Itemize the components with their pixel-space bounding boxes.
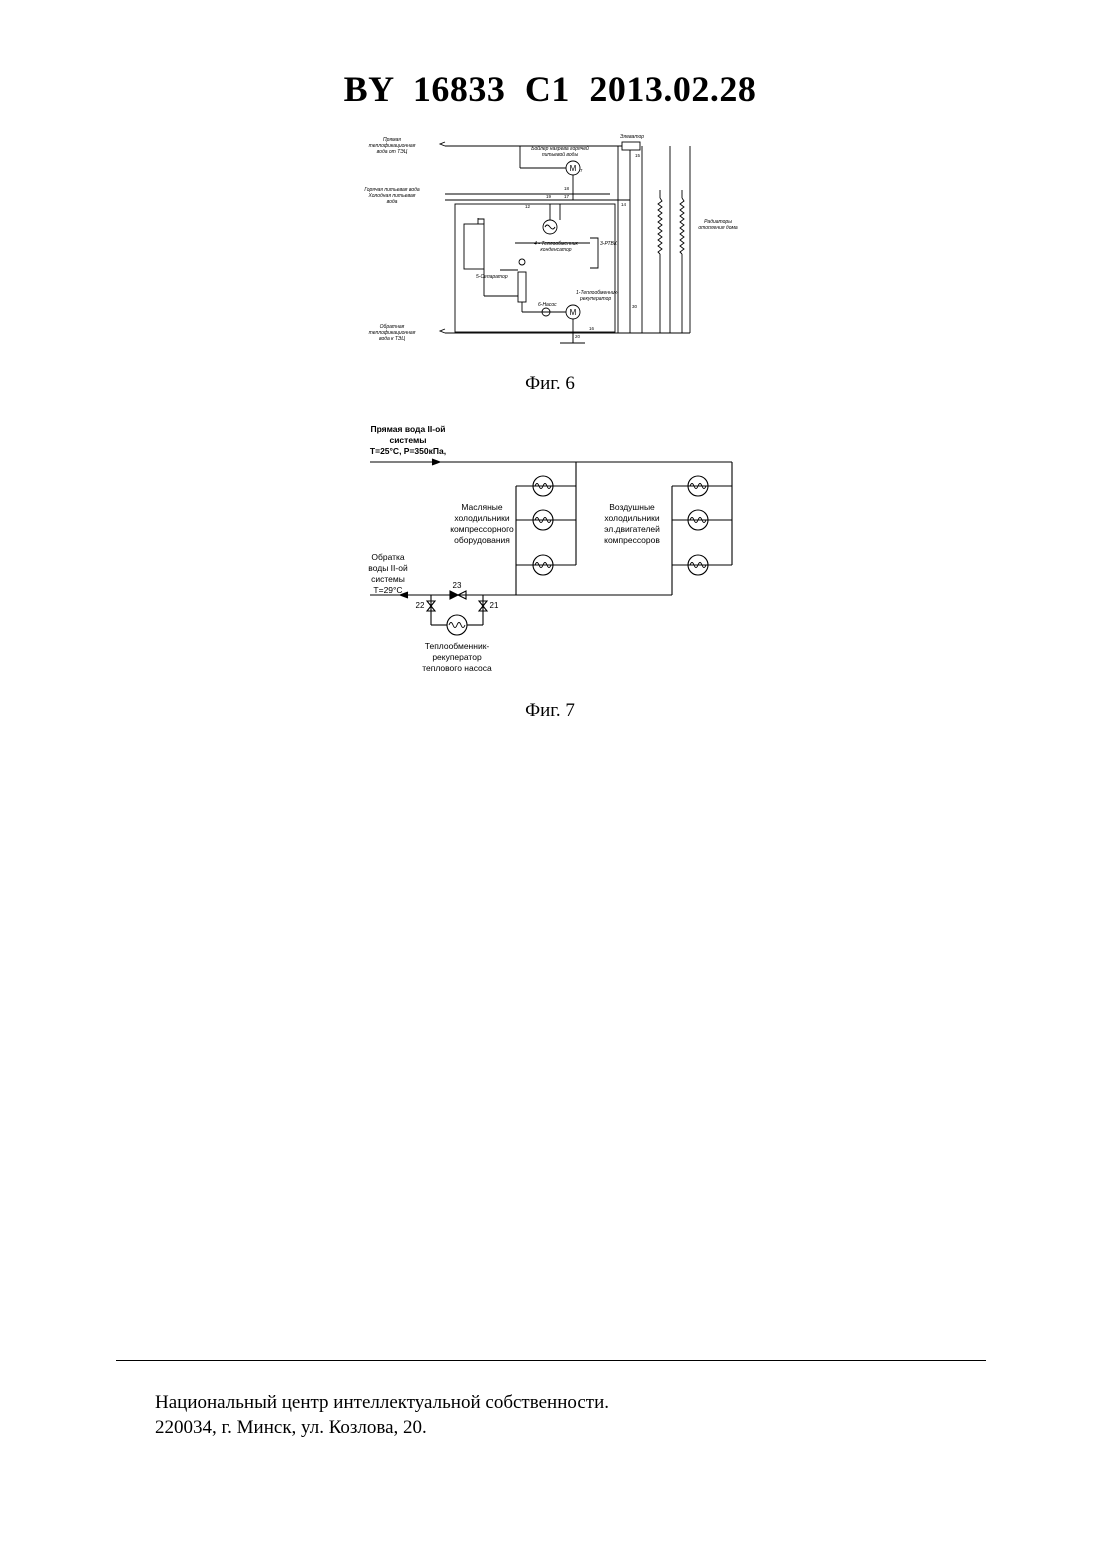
fig7-valve-22: 22 [416,601,425,610]
fig7-oil-label-4: оборудования [454,535,510,545]
fig7-air-label-4: компрессоров [604,535,660,545]
fig6-direct-water-label-3: вода от ТЭЦ [377,149,408,155]
figure-6-diagram: Прямая теплофикационная вода от ТЭЦ Горя… [360,128,750,353]
fig6-num-30: 30 [632,304,638,309]
fig7-air-label-1: Воздушные [609,502,655,512]
fig7-direct-water-label-3: T=25°C, P=350кПа, [370,446,446,456]
fig6-num-16: 16 [589,326,595,331]
fig6-num-12: 12 [525,204,531,209]
fig7-valve-21: 21 [490,601,499,610]
fig7-recuperator-label-3: теплового насоса [422,663,492,673]
figure-7-caption: Фиг. 7 [0,700,1100,722]
fig6-recuperator-label-2: рекуператор [579,296,611,302]
fig6-motor2-label: M [570,308,577,317]
fig6-return-water-label-3: вода к ТЭЦ [379,336,405,342]
fig6-num-19: 19 [546,194,552,199]
fig7-return-label-1: Обратка [371,552,405,562]
fig7-oil-label-3: компрессорного [450,524,514,534]
fig6-pump-label: 6-Насос [538,302,557,308]
fig7-oil-label-2: холодильники [454,513,510,523]
fig6-separator-label: 5-Сепаратор [476,274,508,280]
figure-6: Прямая теплофикационная вода от ТЭЦ Горя… [360,128,750,353]
fig6-hot-cold-label-3: вода [387,199,398,205]
figure-7: Прямая вода II-ой системы T=25°C, P=350к… [360,420,750,680]
fig7-oil-label-1: Масляные [461,502,503,512]
footer-line-2: 220034, г. Минск, ул. Козлова, 20. [155,1415,609,1440]
fig7-return-label-2: воды II-ой [368,563,408,573]
fig6-condenser-label-2: конденсатор [540,247,571,253]
fig7-air-label-3: эл.двигателей [604,524,660,534]
fig7-direct-water-label-1: Прямая вода II-ой [370,424,445,434]
fig6-num-20: 20 [575,334,581,339]
footer: Национальный центр интеллектуальной собс… [155,1390,609,1440]
footer-line-1: Национальный центр интеллектуальной собс… [155,1390,609,1415]
fig6-num-18: 18 [564,186,570,191]
fig6-radiators-label-2: отопления дома [698,225,738,231]
figure-7-diagram: Прямая вода II-ой системы T=25°C, P=350к… [360,420,750,680]
fig6-boiler-label-2: питьевой воды [542,151,579,158]
fig6-num-17: 17 [564,194,570,199]
fig7-valve-23: 23 [453,581,462,590]
fig6-num-7: 7 [580,168,583,173]
fig7-direct-water-label-2: системы [389,435,426,445]
fig7-return-label-4: T=29°C [373,585,402,595]
document-header: BY 16833 C1 2013.02.28 [0,68,1100,110]
fig6-num-14: 14 [621,202,627,207]
footer-divider [116,1360,986,1361]
fig7-recuperator-label-1: Теплообменник- [425,641,490,651]
fig6-num-15: 15 [635,153,641,158]
fig7-recuperator-label-2: рекуператор [432,652,482,662]
fig6-elevator-label: Элеватор [620,134,644,140]
fig7-return-label-3: системы [371,574,405,584]
fig7-air-label-2: холодильники [604,513,660,523]
figure-6-caption: Фиг. 6 [0,373,1100,395]
fig6-trv-label: 3-РТВК [600,241,618,247]
fig6-motor-label: M [570,164,577,173]
